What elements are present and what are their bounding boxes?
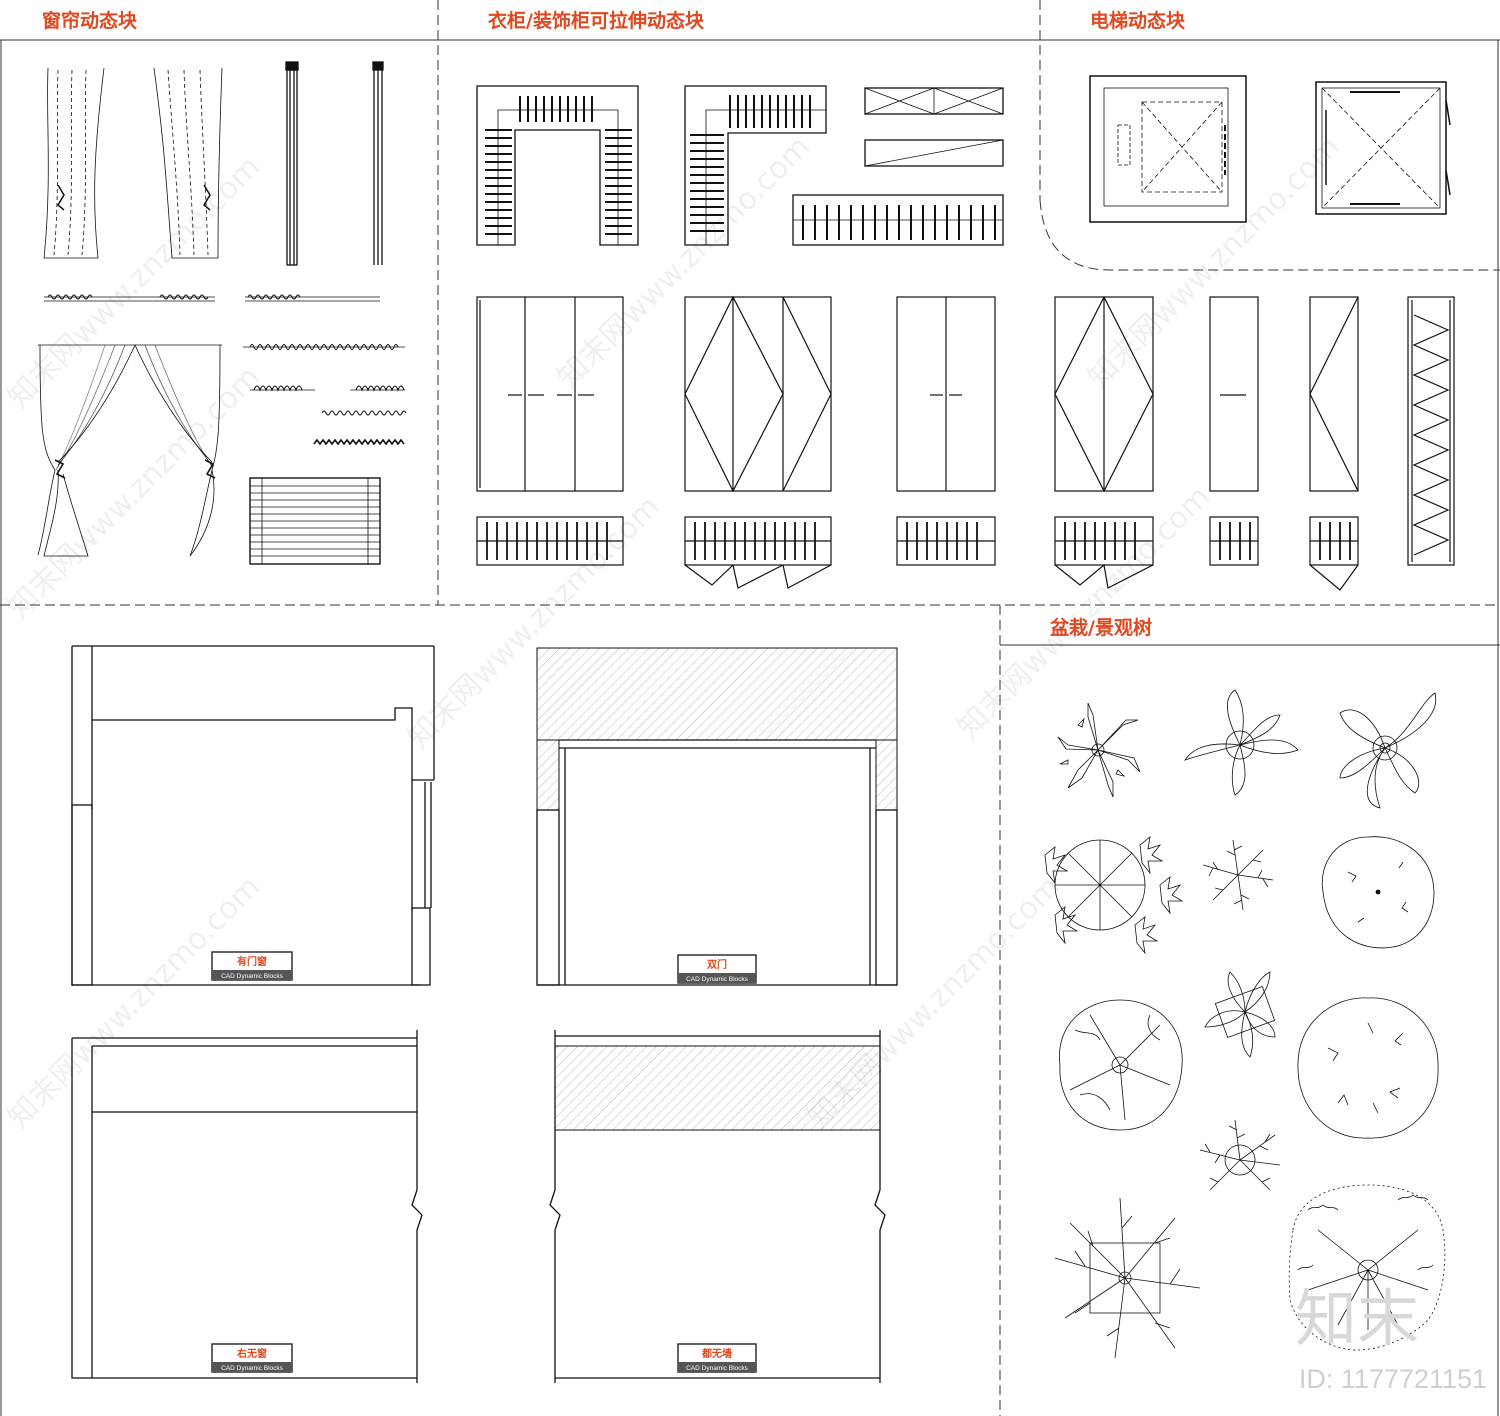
plants-section-title: 盆栽/景观树 <box>1049 616 1152 639</box>
plant-12 <box>1288 1184 1446 1351</box>
curtain-plan-symbols <box>44 294 407 446</box>
plant-11 <box>1054 1197 1201 1359</box>
curtain-drape-tied <box>37 344 222 557</box>
room-label-1: 有门窗 <box>237 955 267 968</box>
elevator-blocks <box>1089 75 1451 223</box>
elevator-section-title: 电梯动态块 <box>1090 9 1186 32</box>
room-sublabel-1: CAD Dynamic Blocks <box>221 973 284 980</box>
plant-1 <box>1057 702 1141 798</box>
curtain-section-title: 窗帘动态块 <box>42 9 138 32</box>
room-sublabel-3: CAD Dynamic Blocks <box>221 1365 284 1372</box>
plant-blocks <box>1044 689 1446 1359</box>
plant-3 <box>1339 692 1437 809</box>
blind-block <box>249 477 381 565</box>
watermark-logo: 知末 <box>1295 1282 1419 1355</box>
wardrobe-l-shape <box>684 85 827 246</box>
curtain-blocks <box>37 61 407 565</box>
room-label-4: 都无墙 <box>701 1347 732 1360</box>
plant-2 <box>1184 689 1299 796</box>
curtain-side-views <box>285 61 384 266</box>
room-plan-1 <box>71 645 435 986</box>
watermark-text: 知末网www.znzmo.com <box>801 869 1067 1135</box>
watermark-text: 知末网www.znzmo.com <box>1 869 267 1135</box>
room-plan-4 <box>549 1030 886 1383</box>
room-label-3: 右无窗 <box>236 1347 267 1360</box>
wardrobe-fronts <box>476 295 1455 566</box>
plant-5 <box>1202 839 1274 911</box>
room-plan-3 <box>71 1030 423 1383</box>
curtain-elevation-right <box>153 67 223 259</box>
room-sublabel-2: CAD Dynamic Blocks <box>686 976 749 983</box>
wardrobe-u-shape <box>476 85 639 246</box>
plant-4 <box>1044 836 1184 955</box>
watermark-text: 知末网www.znzmo.com <box>951 479 1217 745</box>
wardrobe-section-title: 衣柜/装饰柜可拉伸动态块 <box>488 9 705 32</box>
watermark-text: 知末网www.znzmo.com <box>551 129 817 395</box>
wardrobe-blocks <box>476 85 1455 591</box>
plant-8 <box>1204 971 1276 1058</box>
plant-6 <box>1321 836 1435 949</box>
room-label-2: 双门 <box>707 958 727 971</box>
plant-9 <box>1297 997 1439 1139</box>
watermark-text: 知末网www.znzmo.com <box>1081 129 1347 395</box>
room-sublabel-4: CAD Dynamic Blocks <box>686 1365 749 1372</box>
wardrobe-plans <box>476 516 1359 591</box>
plant-7 <box>1059 999 1183 1131</box>
image-id: ID: 1177721151 <box>1299 1364 1487 1394</box>
plant-10 <box>1199 1119 1281 1191</box>
wardrobe-elevation-small <box>792 87 1004 246</box>
room-plan-2 <box>536 647 898 986</box>
curtain-elevation-left <box>43 67 105 259</box>
